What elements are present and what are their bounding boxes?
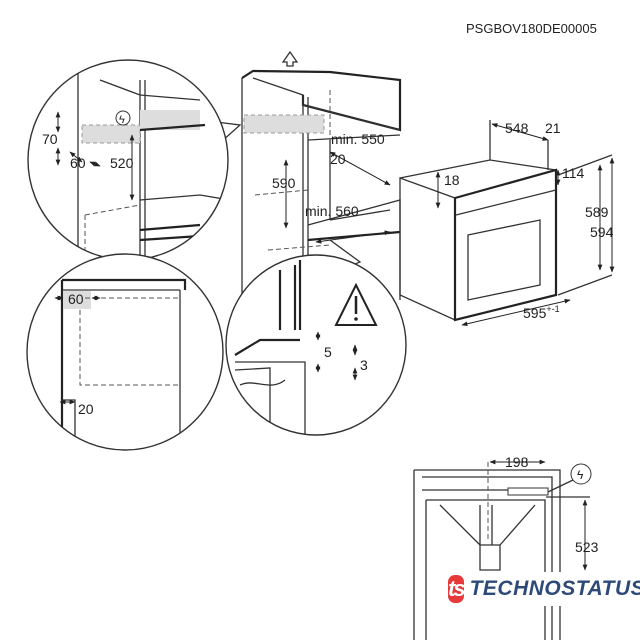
dim-520: 520 (110, 155, 134, 171)
hob-lightning-icon: ϟ (577, 468, 584, 482)
document-code: PSGBOV180DE00005 (466, 21, 597, 36)
logo-mark: ts (448, 575, 466, 603)
lightning-icon: ϟ (119, 114, 125, 126)
dim-60-side: 60 (68, 291, 84, 307)
power-connection-icon (115, 110, 131, 126)
dim-70: 70 (42, 131, 58, 147)
hob-drawing (413, 459, 592, 640)
dim-21: 21 (545, 120, 561, 136)
dim-589: 589 (585, 204, 609, 220)
warning-icon (334, 282, 378, 326)
oven-drawing (399, 120, 615, 327)
dim-590: 590 (272, 175, 296, 191)
dim-20-side: 20 (78, 401, 94, 417)
dim-60-top: 60 (70, 155, 86, 171)
dim-595: 595+-1 (523, 304, 560, 321)
dim-min-560: min. 560 (305, 203, 359, 219)
dim-3: 3 (360, 357, 368, 373)
cabinet-drawing (241, 69, 402, 300)
logo-text: TECHNOSTATUS (469, 577, 640, 600)
dim-20-cabinet: 20 (330, 151, 346, 167)
dim-523: 523 (575, 539, 599, 555)
dim-5: 5 (324, 344, 332, 360)
dim-114: 114 (562, 165, 585, 181)
dim-548: 548 (505, 120, 529, 136)
dim-198: 198 (505, 454, 529, 470)
dim-18: 18 (444, 172, 460, 188)
dim-min-550: min. 550 (331, 131, 385, 147)
detail-circle-side (26, 253, 224, 451)
technostatus-logo: ts TECHNOSTATUS (448, 572, 640, 606)
dim-594: 594 (590, 224, 614, 240)
up-arrow-icon (281, 50, 299, 67)
